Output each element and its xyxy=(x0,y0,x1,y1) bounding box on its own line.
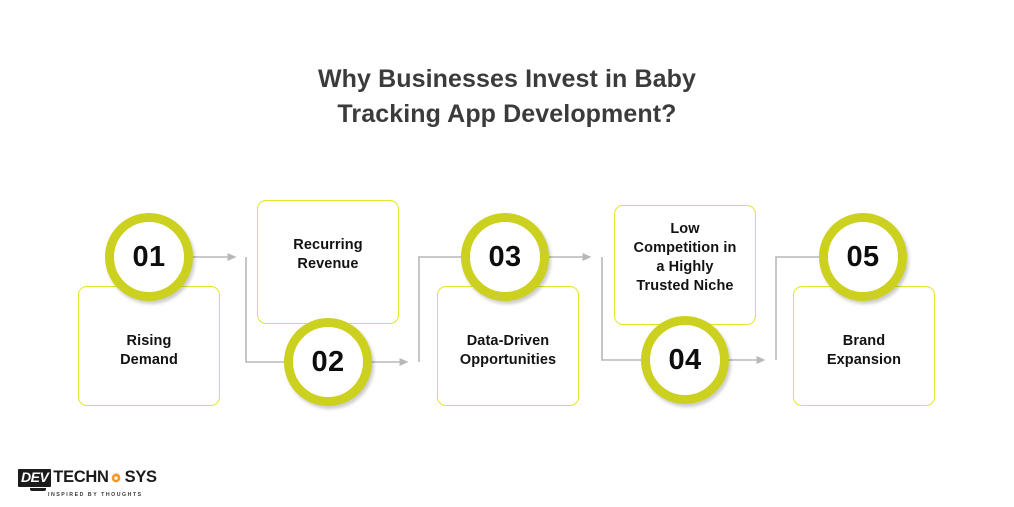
step-5-number: 05 xyxy=(846,240,880,273)
logo-wordmark: DEV TECHN SYS xyxy=(18,468,157,487)
step-box-5[interactable]: Brand Expansion xyxy=(793,286,935,406)
step-4-label-line-4: Trusted Niche xyxy=(636,278,734,294)
step-3-label-line-1: Data-Driven xyxy=(466,333,550,349)
logo-tagline: INSPIRED BY THOUGHTS xyxy=(48,492,143,498)
step-2-label-line-1: Recurring xyxy=(293,237,363,253)
step-1-label-line-2: Demand xyxy=(120,352,178,368)
step-4-label-line-3: a Highly xyxy=(656,259,714,275)
step-box-3[interactable]: Data-Driven Opportunities xyxy=(437,286,579,406)
step-circle-3[interactable]: 03 xyxy=(461,213,549,301)
step-4-label-line-1: Low xyxy=(670,221,700,237)
step-3-label-line-2: Opportunities xyxy=(459,352,557,368)
step-box-1[interactable]: Rising Demand xyxy=(78,286,220,406)
step-circle-4[interactable]: 04 xyxy=(641,316,729,404)
page-title: Why Businesses Invest in Baby Tracking A… xyxy=(0,62,1014,132)
step-1-label-line-1: Rising xyxy=(126,333,172,349)
logo-word-techn: TECHN xyxy=(53,468,109,486)
step-5-label-line-2: Expansion xyxy=(826,352,902,368)
logo-monitor-stand xyxy=(30,488,46,491)
step-circle-5[interactable]: 05 xyxy=(819,213,907,301)
step-4-number: 04 xyxy=(668,343,702,376)
step-2-label-line-2: Revenue xyxy=(297,256,359,272)
step-box-4[interactable]: Low Competition in a Highly Trusted Nich… xyxy=(614,205,756,325)
step-1-number: 01 xyxy=(132,240,166,273)
step-5-label-line-1: Brand xyxy=(842,333,886,349)
step-box-2[interactable]: Recurring Revenue xyxy=(257,200,399,324)
step-circle-1[interactable]: 01 xyxy=(105,213,193,301)
step-2-number: 02 xyxy=(311,345,345,378)
connector-01-to-02 xyxy=(193,253,290,363)
logo-word-sys: SYS xyxy=(124,468,157,486)
page-title-line-1: Why Businesses Invest in Baby xyxy=(317,65,697,93)
devtechnosys-logo[interactable]: DEV TECHN SYS INSPIRED BY THOUGHTS xyxy=(18,468,157,498)
step-3-number: 03 xyxy=(488,240,522,273)
logo-dev-mark: DEV xyxy=(18,468,52,487)
connector-03-to-04 xyxy=(549,253,646,361)
step-circle-2[interactable]: 02 xyxy=(284,318,372,406)
gear-icon xyxy=(110,472,121,483)
page-title-line-2: Tracking App Development? xyxy=(337,100,677,128)
step-4-label-line-2: Competition in xyxy=(633,240,737,256)
